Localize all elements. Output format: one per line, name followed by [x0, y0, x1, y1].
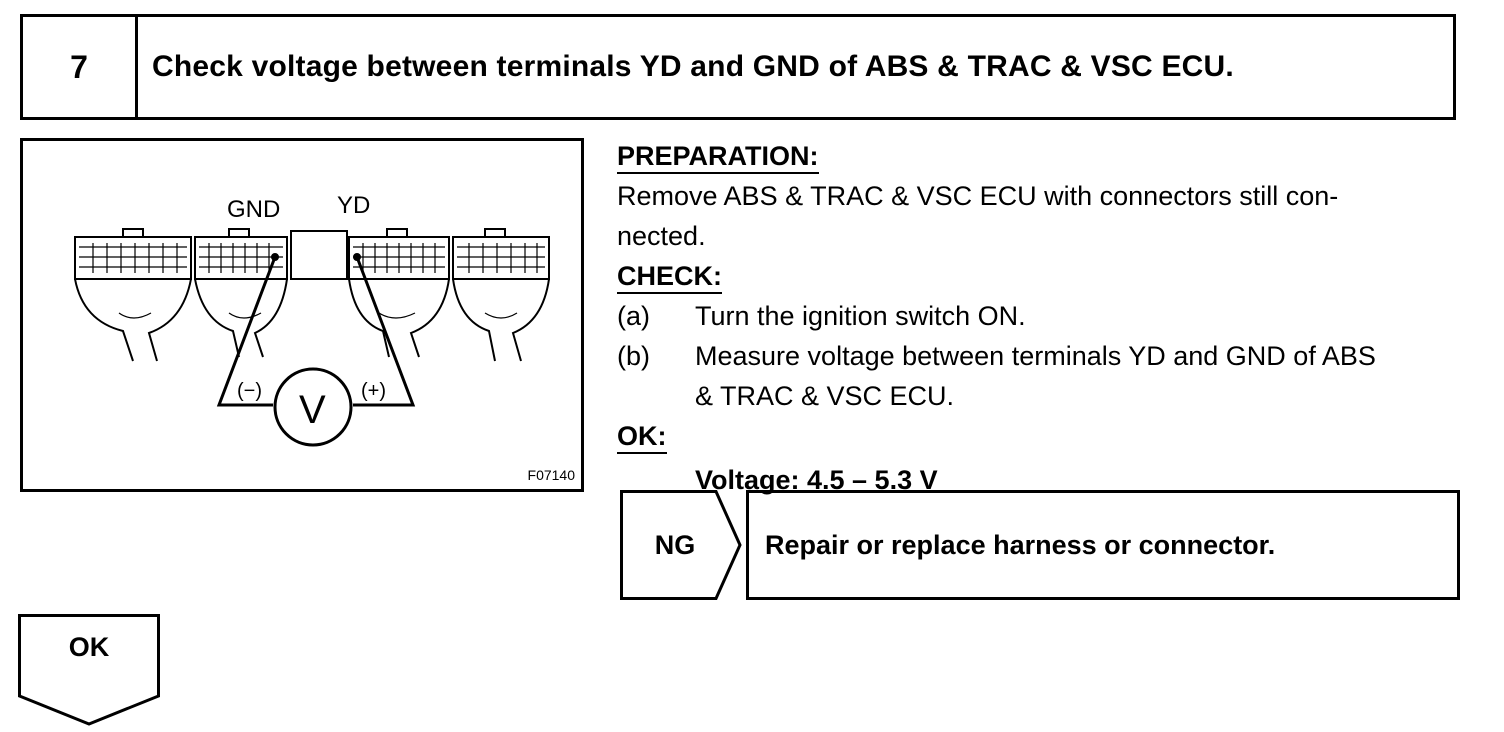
preparation-text-line1: Remove ABS & TRAC & VSC ECU with connect… — [617, 181, 1339, 211]
center-housing — [290, 230, 348, 280]
ok-flow-label: OK — [68, 632, 110, 662]
preparation-text-line2: nected. — [617, 221, 706, 251]
voltmeter-symbol — [273, 367, 353, 447]
meter-symbol-label: V — [299, 388, 326, 432]
ng-label: NG — [654, 529, 696, 560]
ok-arrow-shape — [18, 614, 160, 726]
preparation-label: PREPARATION: — [617, 140, 819, 174]
ng-arrow-box: NG — [620, 490, 742, 600]
step-title: Check voltage between terminals YD and G… — [152, 50, 1234, 83]
step-text-line1: Measure voltage between terminals YD and… — [695, 341, 1376, 371]
step-text: Turn the ignition switch ON. — [695, 301, 1026, 331]
step-marker: (b) — [617, 341, 650, 371]
step-marker: (a) — [617, 301, 650, 331]
ng-arrow-shape — [620, 490, 742, 600]
check-step-b: (b) Measure voltage between terminals YD… — [617, 336, 1462, 416]
ng-action-box: Repair or replace harness or connector. — [746, 490, 1460, 600]
step-header: 7 Check voltage between terminals YD and… — [20, 14, 1456, 120]
ecu-connector-illustration: GND YD (−) (+) V — [74, 192, 550, 447]
yd-label: YD — [337, 192, 370, 219]
step-text-line2: & TRAC & VSC ECU. — [695, 381, 955, 411]
check-step-a: (a) Turn the ignition switch ON. — [617, 296, 1462, 336]
ok-arrow-box: OK — [18, 614, 160, 726]
probe-plus-label: (+) — [361, 380, 386, 402]
connector-diagram: GND YD (−) (+) V F07140 — [20, 138, 584, 492]
check-label: CHECK: — [617, 260, 722, 294]
figure-code: F07140 — [527, 467, 575, 483]
ok-label: OK: — [617, 420, 667, 454]
procedure-text: PREPARATION: Remove ABS & TRAC & VSC ECU… — [617, 136, 1462, 500]
step-number: 7 — [23, 17, 138, 117]
gnd-label: GND — [227, 196, 280, 223]
connector-4 — [452, 236, 550, 280]
probe-minus-label: (−) — [237, 380, 262, 402]
